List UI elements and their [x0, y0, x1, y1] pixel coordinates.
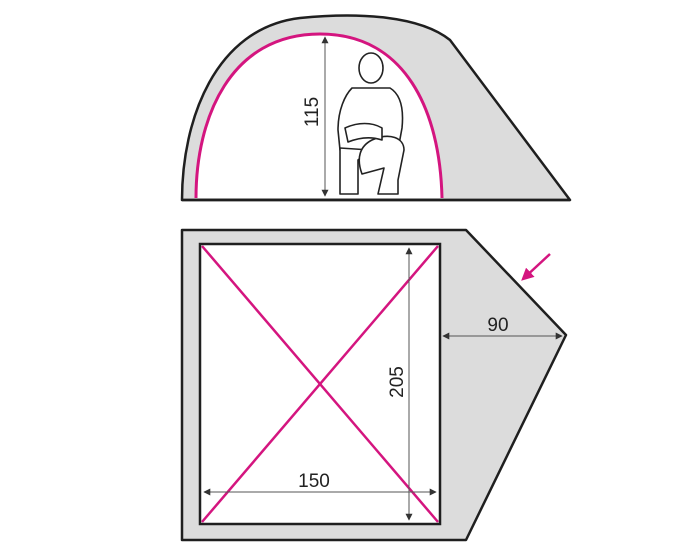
seated-person-icon — [337, 52, 405, 195]
width-label: 150 — [298, 471, 330, 492]
top-view: 205 150 90 — [180, 228, 568, 542]
length-label: 205 — [387, 366, 408, 398]
side-view: 115 — [180, 14, 572, 202]
entrance-arrow-icon — [521, 253, 551, 281]
side-pole — [194, 32, 444, 199]
pole-diagonal-2 — [201, 245, 439, 523]
vestibule-label: 90 — [487, 315, 508, 336]
height-label: 115 — [302, 97, 323, 127]
